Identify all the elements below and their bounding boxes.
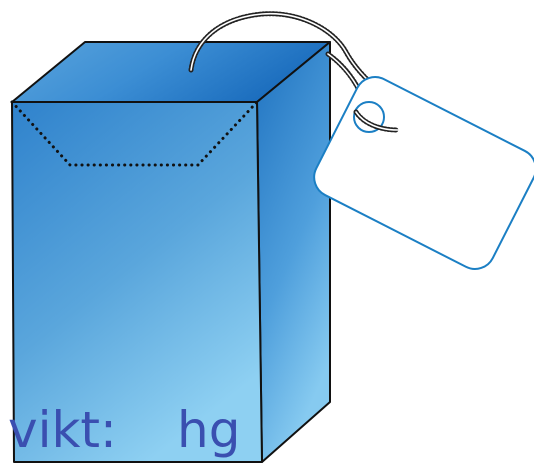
- hang-tag-hole: [353, 101, 385, 133]
- hang-tag-cord-loop-inner: [355, 111, 399, 131]
- hang-tag-icon: [313, 76, 534, 270]
- weight-label-unit: hg: [177, 401, 240, 459]
- box-fold-line: [10, 100, 259, 167]
- hang-tag-card: [313, 76, 534, 270]
- package-box-icon: [10, 41, 331, 463]
- box-side-face: [256, 41, 331, 463]
- weight-label-prefix: vikt:: [8, 401, 117, 459]
- box-front-face: [11, 101, 263, 463]
